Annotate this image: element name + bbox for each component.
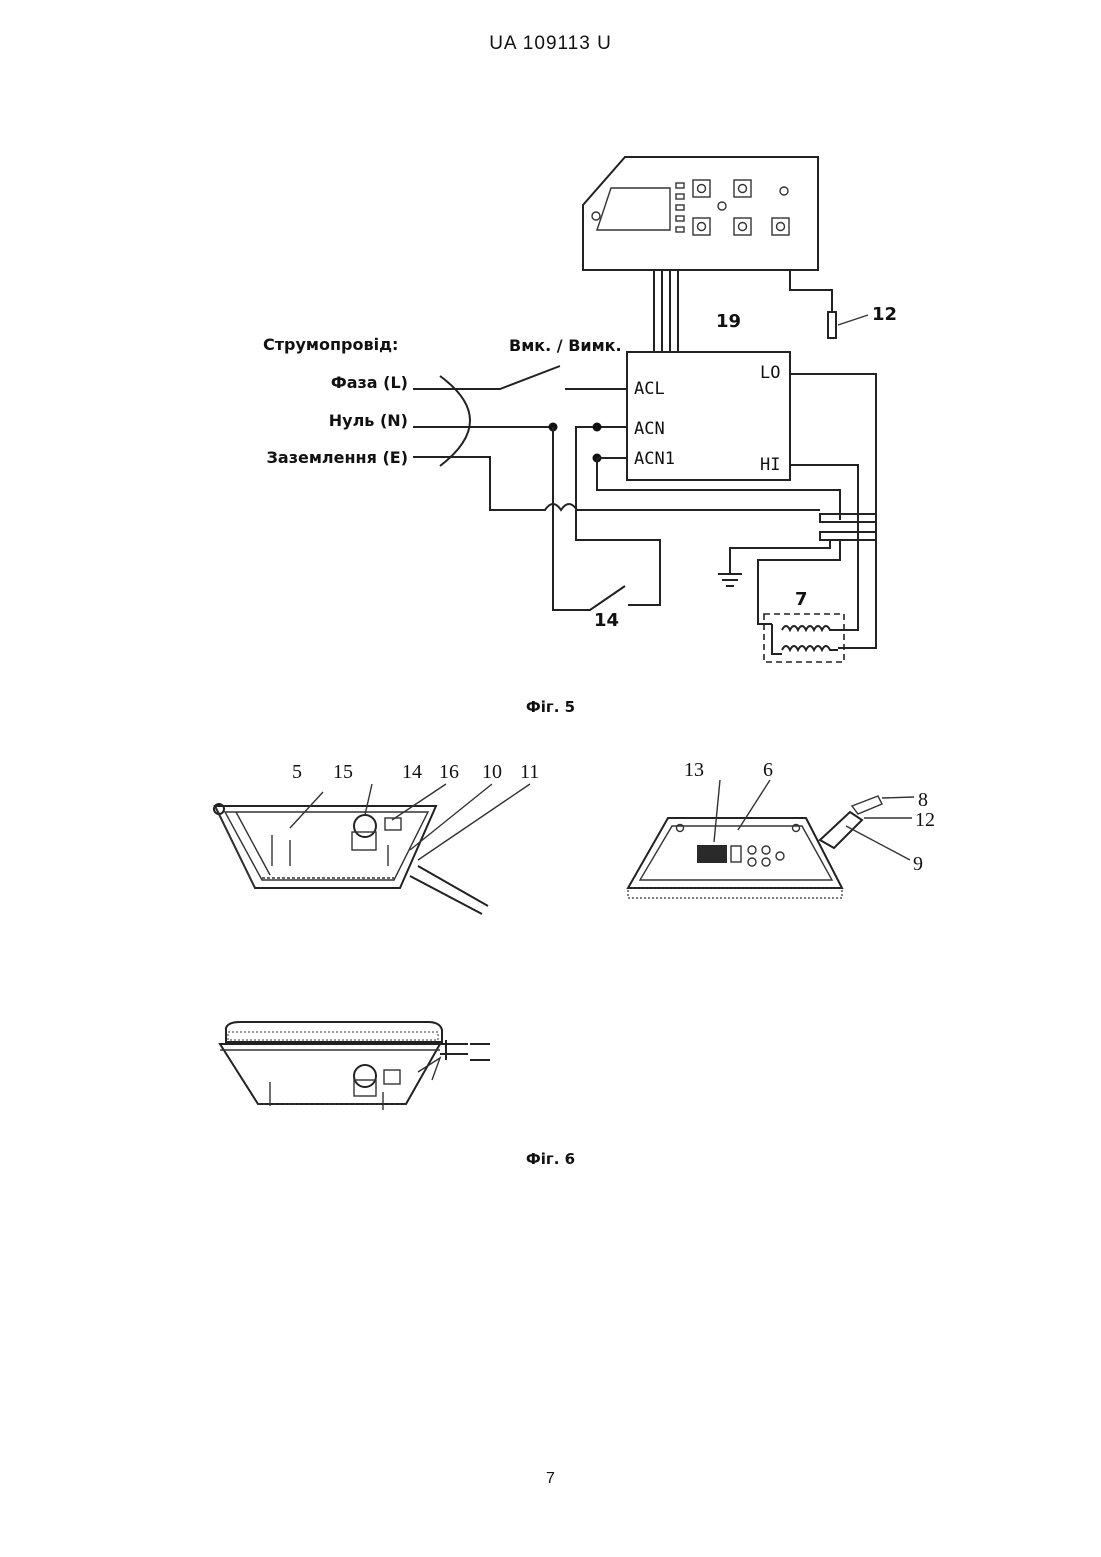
pin-acl: ACL: [634, 379, 665, 399]
pin-hi: HI: [760, 455, 780, 475]
phase-label: Фаза (L): [331, 373, 408, 392]
ref-11: 11: [520, 761, 539, 783]
earth-label: Заземлення (E): [267, 448, 408, 467]
ref-15: 15: [333, 761, 353, 783]
supply-title: Струмопровід:: [263, 335, 398, 354]
ref-19: 19: [716, 311, 741, 332]
switch-label: Вмк. / Вимк.: [509, 336, 622, 355]
ref-6: 6: [763, 759, 773, 781]
pin-acn: ACN: [634, 419, 665, 439]
temperature-sensor: [828, 312, 836, 338]
ref-12-fig6: 12: [915, 809, 935, 831]
ref-14: 14: [594, 610, 619, 631]
fig6-left-view: 5 15 14 16 10 11: [214, 761, 539, 914]
pin-lo: LO: [760, 363, 780, 383]
fig6-caption: Фіг. 6: [0, 1150, 1101, 1168]
fig6-bottom-view: [220, 1022, 490, 1110]
ref-12: 12: [872, 304, 897, 325]
control-panel: [583, 157, 818, 270]
fig5-caption: Фіг. 5: [0, 698, 1101, 716]
neutral-label: Нуль (N): [329, 411, 408, 430]
pin-acn1: ACN1: [634, 449, 675, 469]
ref-10: 10: [482, 761, 502, 783]
ref-5: 5: [292, 761, 302, 783]
ref-7: 7: [795, 589, 808, 610]
fig5-diagram: Струмопровід: Вмк. / Вимк. Фаза (L) Нуль…: [263, 157, 897, 662]
ref-13: 13: [684, 759, 704, 781]
ref-16: 16: [439, 761, 459, 783]
ref-9: 9: [913, 853, 923, 875]
page-number: 7: [0, 1470, 1101, 1488]
fig6-right-view: 13 6 8 12 9: [628, 759, 935, 898]
ref-8: 8: [918, 789, 928, 811]
ref-14-fig6: 14: [402, 761, 422, 783]
